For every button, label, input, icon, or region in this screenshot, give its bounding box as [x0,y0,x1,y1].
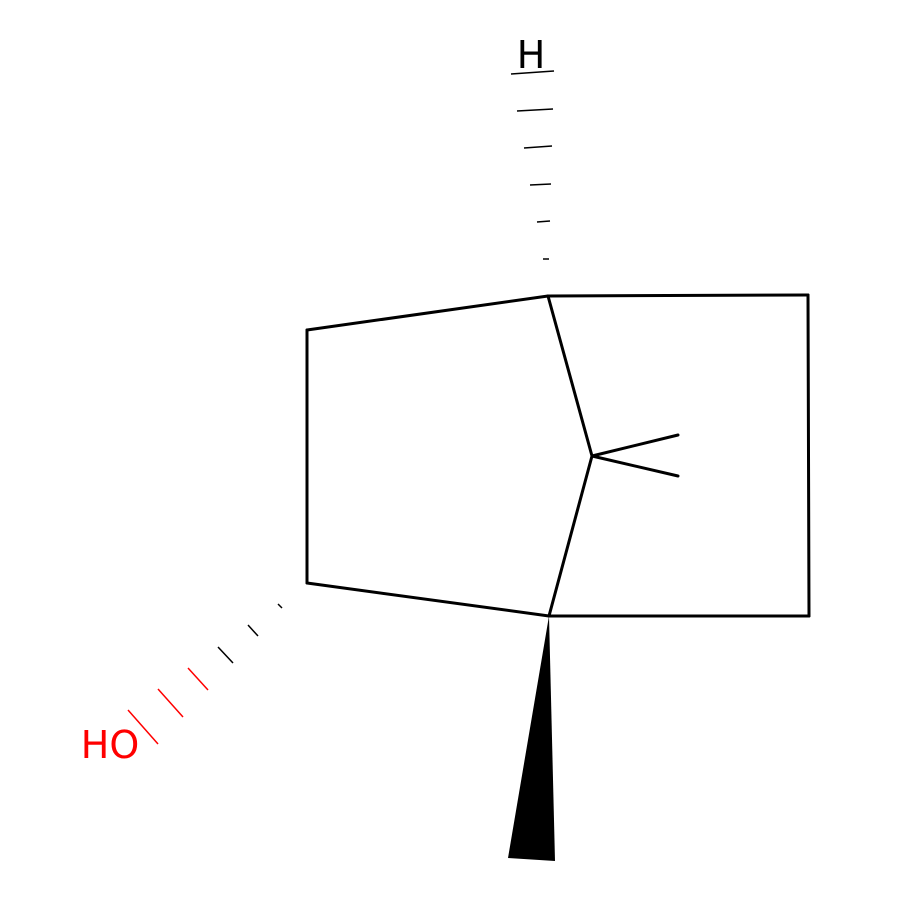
bond-bridge-methyl-lower [590,454,680,478]
hashed-bond-hydroxyl-carbon-side [217,603,283,664]
bond-c1-c2 [305,294,550,332]
hashed-bond-hydrogen [510,70,555,260]
hash-mark [157,688,184,718]
bond-bridge-methyl-upper [590,433,680,458]
hash-mark [536,220,551,223]
hash-mark [217,646,234,664]
hashed-bond-hydroxyl-oxygen-side [127,667,209,745]
bond-c1-bridge [546,294,594,458]
hash-mark [516,108,554,112]
hash-mark [277,603,283,609]
bond-c6-c5 [806,293,811,618]
bond-bridge-c4 [547,454,594,618]
bond-c1-c6 [546,293,810,298]
hash-mark [187,667,209,691]
hash-mark [247,624,259,637]
hydroxyl-group-label: HO [81,723,139,767]
wedge-bond-methyl [508,616,555,861]
hash-mark [510,70,555,75]
hash-mark [127,709,159,745]
ring-bonds [305,293,811,618]
hash-mark [523,145,553,149]
hydrogen-atom-label: H [517,33,546,77]
hash-mark [529,183,552,186]
bond-c3-c4 [305,581,551,618]
